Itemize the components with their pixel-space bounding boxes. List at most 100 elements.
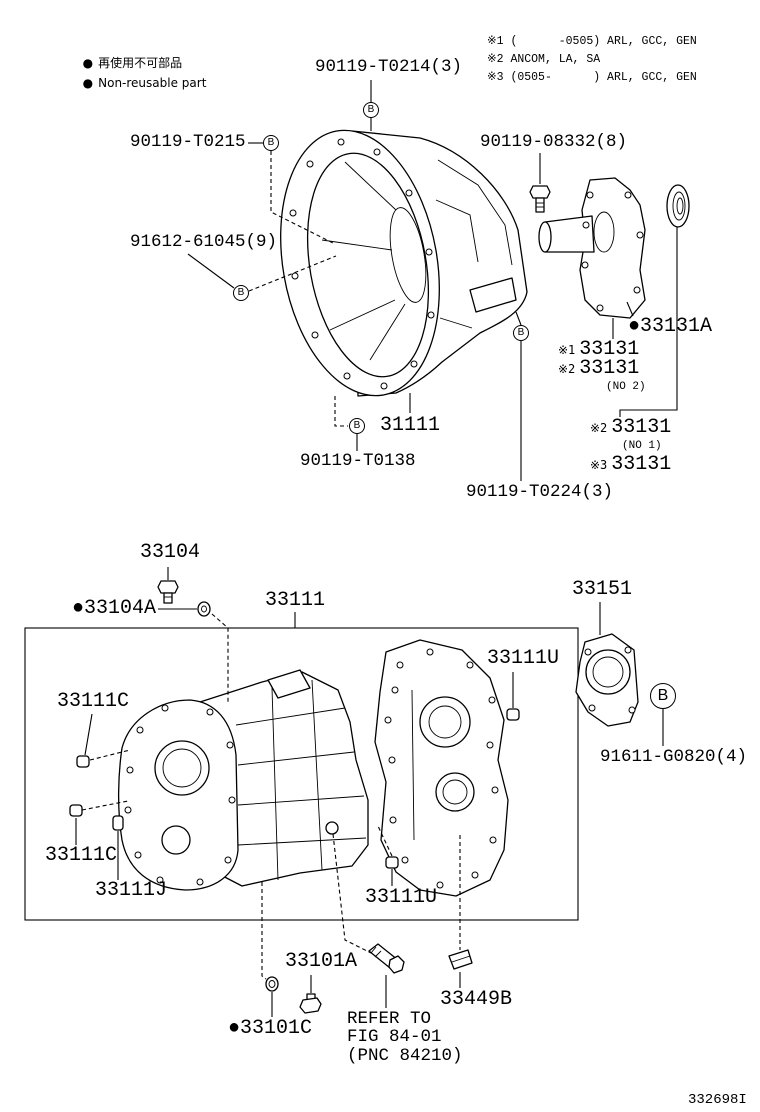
refer-note-line-1: REFER TO — [347, 1009, 432, 1029]
label-91612-61045: 91612-61045(9) — [130, 232, 278, 252]
bolt-shank — [163, 592, 173, 604]
label-90119-t0224: 90119-T0224(3) — [466, 482, 614, 502]
bolt-hole — [226, 741, 234, 749]
bolt-hole — [389, 816, 397, 824]
cover-bore-inner — [592, 656, 624, 688]
bolt-hole — [426, 648, 434, 656]
non-reusable-bullet: ● — [82, 56, 94, 70]
bolt-head — [529, 185, 551, 199]
washer-outer — [197, 601, 211, 617]
bolt-marker: B — [513, 325, 529, 341]
case-rib — [271, 687, 279, 881]
part-number: 33131 — [579, 338, 640, 361]
label-33111u-lower: 33111U — [365, 886, 438, 909]
leader-line — [377, 825, 393, 857]
case-rib — [311, 679, 323, 871]
label-90119-t0214: 90119-T0214(3) — [315, 57, 463, 77]
housing-inner-rib — [321, 239, 393, 251]
adapter-plate-holes — [384, 648, 499, 889]
bolt-hole — [206, 708, 214, 716]
bolt-33104-drawing — [157, 580, 179, 604]
legend-row-en: ●Non-reusable part — [75, 65, 207, 89]
adapter-upper-bore — [419, 696, 471, 748]
bolt-hole — [311, 331, 319, 339]
bolt-hole — [156, 876, 164, 884]
adapter-upper-bore-inner — [428, 705, 462, 739]
bolt-hole — [491, 786, 499, 794]
note-mark: ※2 — [590, 421, 608, 435]
case-33111-drawing — [117, 669, 369, 891]
label-90119-t0138: 90119-T0138 — [300, 451, 416, 471]
case-rib — [237, 795, 365, 806]
label-no2: (NO 2) — [606, 381, 646, 393]
bolt-hole — [427, 311, 435, 319]
seal-outer — [666, 184, 690, 228]
cover-33151-drawing — [575, 633, 639, 727]
bolt-shank — [535, 197, 545, 213]
retainer-sleeve — [544, 215, 595, 253]
bolt-hole — [306, 160, 314, 168]
part-number: 33131 — [611, 416, 672, 439]
part-number: 33131 — [579, 357, 640, 380]
seal-inner — [672, 191, 686, 221]
bolt-hole — [124, 806, 132, 814]
sensor-head — [388, 955, 405, 974]
washer-33104a-drawing — [197, 601, 211, 617]
bolt-hole — [388, 756, 396, 764]
bolt-head — [299, 997, 322, 1014]
bolt-hole — [161, 704, 169, 712]
seal-drawing — [666, 184, 690, 228]
bolt-hole — [425, 248, 433, 256]
note-1: ※1 ( -0505) ARL, GCC, GEN — [487, 35, 697, 48]
bolt-hole — [343, 372, 351, 380]
note-2: ※2 ANCOM, LA, SA — [487, 53, 601, 66]
leader-line — [261, 882, 267, 980]
bolt-marker: B — [349, 418, 365, 434]
label-33104a: ●33104A — [72, 597, 157, 620]
plug-33111c-upper-drawing — [76, 755, 90, 768]
note-mark: ※1 — [558, 343, 576, 357]
upper-leader-lines — [187, 80, 678, 481]
retainer-33131-drawing — [538, 177, 646, 319]
housing-boss — [469, 277, 517, 313]
seal-lip — [676, 197, 684, 215]
bolt-hole — [471, 871, 479, 879]
label-90119-08332: 90119-08332(8) — [480, 132, 628, 152]
refer-note-line-2: FIG 84-01 — [347, 1027, 442, 1047]
bolt-hole — [586, 191, 594, 199]
adapter-rib — [411, 689, 415, 841]
plug-33111u-lower-drawing — [385, 856, 399, 869]
label-33111c-upper: 33111C — [57, 690, 130, 713]
note-mark: ※2 — [558, 362, 576, 376]
label-33101c: ●33101C — [228, 1017, 313, 1040]
adapter-plate — [374, 639, 509, 897]
cover-bore — [585, 649, 631, 695]
figure-id: 332698I — [688, 1092, 747, 1108]
leader-line — [270, 151, 334, 244]
bolt-hole — [291, 272, 299, 280]
leader-line — [619, 227, 678, 417]
washer-inner — [201, 605, 207, 613]
leader-line — [84, 713, 93, 756]
label-no1: (NO 1) — [622, 440, 662, 452]
note-3: ※3 (0505- ) ARL, GCC, GEN — [487, 71, 697, 84]
label-33449b: 33449B — [440, 988, 513, 1011]
bolt-hole — [289, 209, 297, 217]
bolt-hole — [636, 231, 644, 239]
housing-inner-rib — [369, 303, 406, 361]
label-33111j: 33111J — [95, 879, 168, 902]
label-90119-t0215: 90119-T0215 — [130, 132, 246, 152]
bolt-hole — [401, 856, 409, 864]
bolt-hole — [466, 661, 474, 669]
label-31111: 31111 — [380, 414, 441, 437]
label-33111c-lower: 33111C — [45, 844, 118, 867]
plug-inner — [268, 980, 276, 988]
label-33151: 33151 — [572, 578, 633, 601]
bolt-hole — [488, 696, 496, 704]
pin-33111j-drawing — [112, 815, 124, 831]
sensor-thread — [374, 950, 382, 958]
